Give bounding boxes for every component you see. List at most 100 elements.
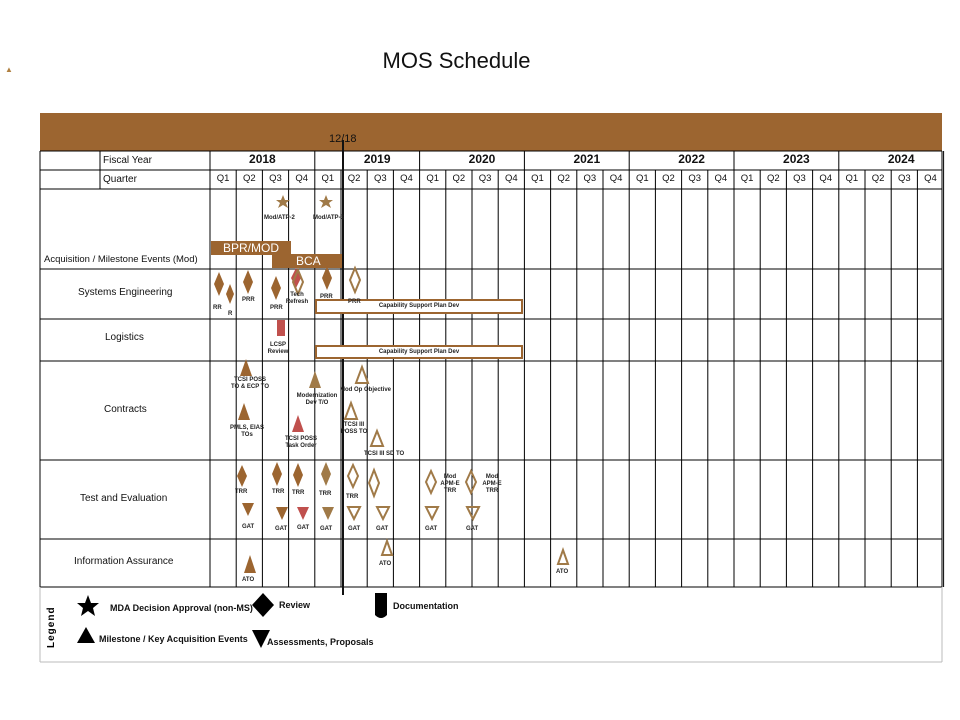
event-gat-6: GAT bbox=[376, 526, 389, 532]
event-gat-2: GAT bbox=[275, 526, 288, 532]
row-label-logistics: Logistics bbox=[105, 332, 144, 343]
event-trr-2: TRR bbox=[272, 489, 285, 495]
bca-bar: BCA bbox=[272, 254, 342, 268]
row-label-information-assurance: Information Assurance bbox=[74, 556, 174, 567]
quarter-header-2024-Q2: Q2 bbox=[871, 173, 885, 184]
quarter-header-2024-Q4: Q4 bbox=[924, 173, 937, 184]
row-label-systems-engineering: Systems Engineering bbox=[78, 287, 173, 298]
diamond-icon bbox=[237, 465, 247, 487]
quarter-header-2021-Q3: Q3 bbox=[583, 173, 597, 184]
legend-milestone: Milestone / Key Acquisition Events bbox=[99, 634, 248, 644]
event-trr-1: TRR bbox=[235, 489, 248, 495]
event-modernization-dev: Modernization Dev T/O bbox=[296, 393, 338, 406]
fiscal-year-label: Fiscal Year bbox=[103, 155, 152, 166]
diamond-icon bbox=[424, 468, 438, 496]
quarter-header-2019-Q1: Q1 bbox=[321, 173, 335, 184]
inverted-triangle-icon bbox=[465, 506, 481, 522]
diamond-icon bbox=[367, 467, 381, 499]
triangle-icon bbox=[380, 538, 394, 556]
event-mod-op-objective: Mod Op Objective bbox=[340, 387, 392, 393]
diamond-icon bbox=[293, 463, 303, 487]
event-se-prr-3: PRR bbox=[320, 294, 333, 300]
event-tcsi-task-order: TCSI POSS Task Order bbox=[284, 436, 317, 449]
diamond-icon bbox=[226, 284, 234, 304]
event-lcsp-review: LCSP Review bbox=[267, 342, 289, 355]
diamond-icon bbox=[271, 276, 281, 300]
inverted-triangle-icon bbox=[276, 507, 288, 520]
event-tcsi3-poss-to: TCSI III POSS TO bbox=[340, 422, 368, 435]
diamond-icon bbox=[348, 265, 362, 295]
legend-documentation-icon bbox=[375, 593, 387, 618]
quarter-header-2023-Q1: Q1 bbox=[740, 173, 754, 184]
quarter-header-2024-Q3: Q3 bbox=[897, 173, 911, 184]
row-label-test-evaluation: Test and Evaluation bbox=[80, 493, 168, 504]
event-se-prr-2: PRR bbox=[270, 305, 283, 311]
event-mod-apm-e-trr-2: Mod APM-E TRR bbox=[482, 474, 502, 494]
event-trr-4: TRR bbox=[319, 491, 332, 497]
triangle-icon bbox=[354, 364, 370, 384]
event-se-prr-4: PRR bbox=[348, 299, 361, 305]
event-se-prr-1: PRR bbox=[242, 297, 255, 303]
header-banner bbox=[40, 113, 942, 151]
legend-documentation: Documentation bbox=[393, 601, 459, 611]
quarter-header-2018-Q1: Q1 bbox=[216, 173, 230, 184]
event-trr-3: TRR bbox=[292, 490, 305, 496]
quarter-header-2021-Q1: Q1 bbox=[531, 173, 544, 184]
triangle-icon bbox=[343, 400, 359, 420]
diamond-icon bbox=[464, 468, 478, 496]
quarter-header-2022-Q4: Q4 bbox=[714, 173, 728, 184]
capability-support-plan-se-bar: Capability Support Plan Dev bbox=[315, 299, 523, 314]
legend-mda: MDA Decision Approval (non-MS) bbox=[110, 603, 253, 613]
triangle-icon bbox=[556, 547, 570, 565]
triangle-icon bbox=[238, 403, 250, 420]
year-header-2022: 2022 bbox=[678, 152, 705, 166]
event-gat-7: GAT bbox=[425, 526, 438, 532]
quarter-header-2019-Q2: Q2 bbox=[347, 173, 361, 184]
event-se-tech-refresh: Tech Refresh bbox=[285, 292, 309, 305]
page-title: MOS Schedule bbox=[382, 48, 531, 73]
diamond-icon bbox=[346, 462, 360, 490]
year-header-2021: 2021 bbox=[573, 152, 601, 166]
event-pmls-eias: PMLS, EIAS TOs bbox=[229, 425, 264, 438]
quarter-header-2020-Q2: Q2 bbox=[452, 173, 466, 184]
quarter-header-2023-Q2: Q2 bbox=[766, 173, 780, 184]
diamond-icon bbox=[243, 270, 253, 294]
quarter-header-2019-Q4: Q4 bbox=[400, 173, 413, 184]
event-tcsi3-sd-to: TCSI III SD TO bbox=[364, 451, 405, 457]
quarter-header-2023-Q3: Q3 bbox=[793, 173, 806, 184]
legend-review: Review bbox=[279, 600, 311, 610]
event-mod-apm-e-trr-1: Mod APM-E TRR bbox=[440, 474, 460, 494]
triangle-icon bbox=[240, 359, 252, 376]
quarter-header-2023-Q4: Q4 bbox=[819, 173, 833, 184]
quarter-header-2018-Q4: Q4 bbox=[295, 173, 309, 184]
quarter-header-2018-Q3: Q3 bbox=[269, 173, 282, 184]
event-gat-8: GAT bbox=[466, 526, 479, 532]
row-label-contracts: Contracts bbox=[104, 404, 147, 415]
year-header-2019: 2019 bbox=[363, 152, 391, 166]
quarter-header-2020-Q3: Q3 bbox=[478, 173, 492, 184]
event-ato-3: ATO bbox=[556, 569, 569, 575]
event-ato-1: ATO bbox=[242, 577, 255, 583]
diamond-icon bbox=[214, 272, 224, 296]
star-icon bbox=[319, 195, 333, 208]
event-gat-4: GAT bbox=[320, 526, 333, 532]
event-tcsi-poss-to: TCSI POSS TO & ECP TO bbox=[230, 377, 269, 390]
legend-star-icon bbox=[77, 595, 99, 616]
triangle-icon bbox=[244, 555, 256, 573]
quarter-header-2024-Q1: Q1 bbox=[845, 173, 859, 184]
quarter-header-2021-Q4: Q4 bbox=[609, 173, 623, 184]
inverted-triangle-icon bbox=[322, 507, 334, 520]
row-label-acquisition: Acquisition / Milestone Events (Mod) bbox=[44, 254, 198, 265]
diamond-icon bbox=[321, 462, 331, 486]
bpr-mod-bar: BPR/MOD bbox=[211, 241, 291, 255]
event-gat-1: GAT bbox=[242, 524, 255, 530]
today-marker-label: 12/18 bbox=[329, 133, 357, 145]
year-header-2020: 2020 bbox=[468, 152, 496, 166]
quarter-header-2022-Q3: Q3 bbox=[688, 173, 702, 184]
inverted-triangle-icon bbox=[424, 506, 440, 522]
legend-inverted-triangle-icon bbox=[252, 630, 270, 648]
inverted-triangle-icon bbox=[346, 506, 362, 522]
inverted-triangle-icon bbox=[375, 506, 391, 522]
